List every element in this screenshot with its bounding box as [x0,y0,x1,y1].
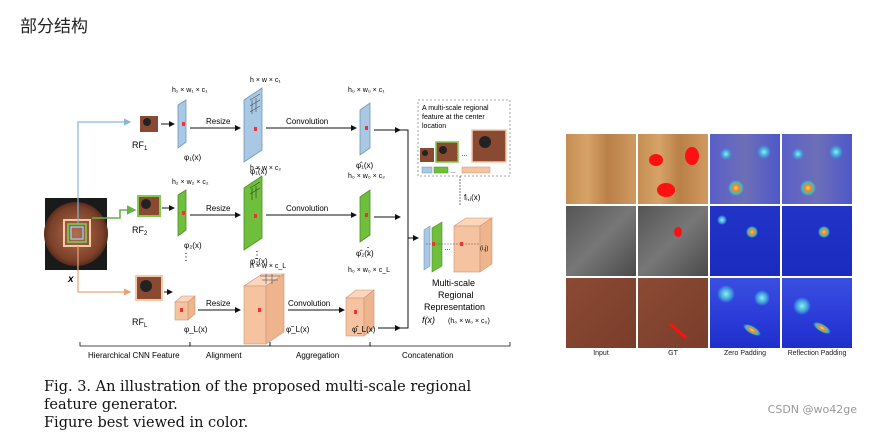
branch1-resize-label: Resize [206,117,231,126]
branchL-conv-dim: h₀ × w₀ × c_L [348,267,390,274]
fij-label: fᵢ,ⱼ(x) [464,193,481,202]
stage-hierarchical: Hierarchical CNN Feature [88,351,180,360]
rf1-label: RF1 [132,140,148,152]
branch1-phi: φ₁(x) [184,153,202,162]
svg-text:…: … [444,245,451,252]
row3-reflection-padding [782,278,852,348]
row3-input [566,278,636,348]
rf2-patch [137,195,161,217]
callout-line-1: A multi-scale regional [422,105,489,112]
row2-gt [638,206,708,276]
callout-line-3: location [422,123,446,130]
caption-line-2: Figure best viewed in color. [44,415,249,431]
grid-col-zero-padding: Zero Padding [723,350,767,357]
branch1-phi-tilde: φ̃₁(x) [250,167,268,176]
stage-aggregation: Aggregation [296,351,339,360]
output-stack: … (i,j) [423,217,493,273]
branchL-resize-label: Resize [206,299,231,308]
output-title-2: Regional [438,290,474,300]
row2-input [566,206,636,276]
branch2-phi-hat: φ̂₂(x) [356,249,374,258]
row1-zero-padding [710,134,780,204]
page-heading: 部分结构 [20,17,88,37]
branch2-phi: φ₂(x) [184,241,202,250]
branch2-top-dim: h₂ × w₂ × c₂ [172,179,209,186]
output-title-1: Multi-scale [432,278,475,288]
rfL-label: RFL [132,317,148,329]
svg-text:…: … [450,169,456,175]
row1-reflection-padding [782,134,852,204]
stage-concatenation: Concatenation [402,351,454,360]
branch2-resize-dim: h × w × c₂ [250,165,281,172]
branchL-phi-tilde: φ̃_L(x) [286,325,310,334]
regional-feature-diagram: x RF1 RF2 RFL h₁ × w₁ × c₁ φ₁(x) Resize … [44,77,511,360]
grid-col-input: Input [593,350,609,357]
branch2-resize-label: Resize [206,204,231,213]
input-label: x [67,274,74,285]
branch1-resize-dim: h × w × c₁ [250,77,281,84]
row3-gt [638,278,708,348]
caption-line-1: Fig. 3. An illustration of the proposed … [44,379,472,413]
padding-comparison-grid [566,134,852,348]
branchL-conv-label: Convolution [288,299,330,308]
branch1-top-dim: h₁ × w₁ × c₁ [172,87,208,94]
figure-caption: Fig. 3. An illustration of the proposed … [44,378,524,432]
grid-col-reflection-padding: Reflection Padding [787,350,847,357]
stage-alignment: Alignment [206,351,242,360]
branch1-conv-dim: h₀ × w₀ × c₁ [348,87,385,94]
output-title-3: Representation [424,302,485,312]
svg-text:⋮: ⋮ [181,252,191,263]
branch-2: h₂ × w₂ × c₂ φ₂(x) Resize h × w × c₂ φ̃₂… [172,165,401,266]
svg-text:⋮: ⋮ [252,250,262,261]
branch1-phi-hat: φ̂₁(x) [356,161,374,170]
svg-text:⋮: ⋮ [363,246,373,257]
row1-input [566,134,636,204]
output-formula: f(x) [422,315,435,325]
output-dim: (h₀ × w₀ × c₀) [448,318,490,325]
branch1-conv-label: Convolution [286,117,328,126]
row2-reflection-padding [782,206,852,276]
branchL-resize-dim: h × w × c_L [250,263,286,270]
branchL-phi: φ_L(x) [184,325,208,334]
grid-col-gt: GT [668,350,678,357]
rfL-patch [135,275,163,301]
branch2-conv-dim: h₀ × w₀ × c₂ [348,173,385,180]
ij-label: (i,j) [480,246,488,252]
branchL-phi-hat: φ̂_L(x) [352,325,376,334]
branch2-conv-label: Convolution [286,204,328,213]
rf2-label: RF2 [132,225,148,237]
callout-line-2: feature at the center [422,114,485,121]
branch-1: h₁ × w₁ × c₁ φ₁(x) Resize h × w × c₁ φ̃₁… [172,77,401,176]
branch2-phi-tilde: φ̃₂(x) [250,257,268,266]
branch-L: φ_L(x) Resize h × w × c_L φ̃_L(x) Convol… [174,263,401,345]
rf1-patch [140,116,158,132]
watermark: CSDN @wo42ge [767,403,857,416]
svg-text:…: … [461,151,468,158]
